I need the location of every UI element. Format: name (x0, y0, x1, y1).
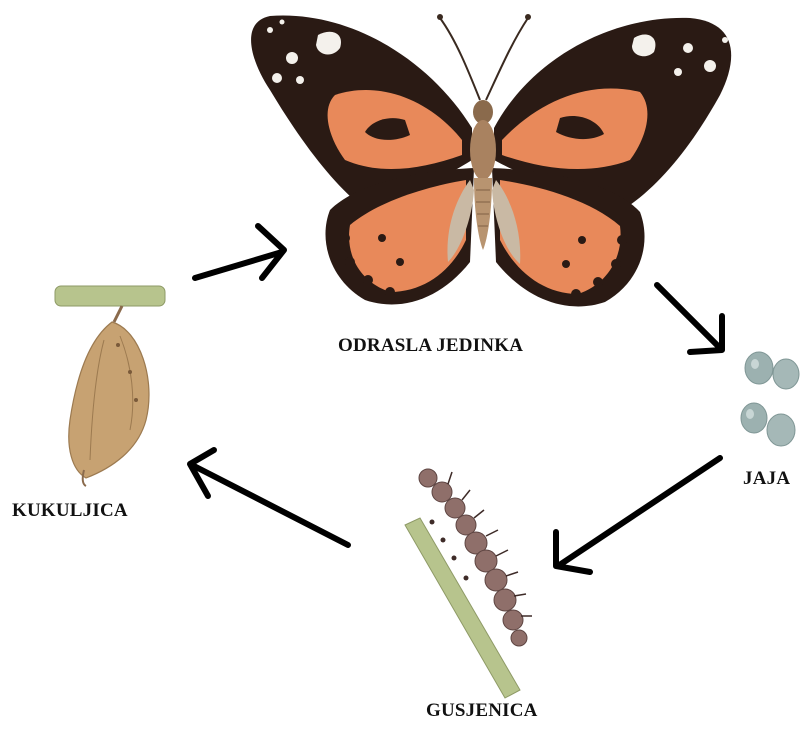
arrow-adult-to-eggs (657, 285, 722, 352)
stage-label-adult: ODRASLA JEDINKA (338, 335, 523, 357)
butterfly-illustration (251, 14, 731, 306)
arrow-larva-to-pupa (190, 450, 348, 545)
arrow-eggs-to-larva (556, 458, 720, 572)
caterpillar-illustration (405, 469, 532, 698)
arrow-pupa-to-adult (195, 226, 284, 278)
stage-label-larva: GUSJENICA (426, 700, 538, 722)
eggs-illustration (741, 352, 799, 446)
stage-label-pupa: KUKULJICA (12, 500, 128, 522)
stage-label-eggs: JAJA (743, 468, 790, 490)
pupa-illustration (55, 286, 165, 486)
